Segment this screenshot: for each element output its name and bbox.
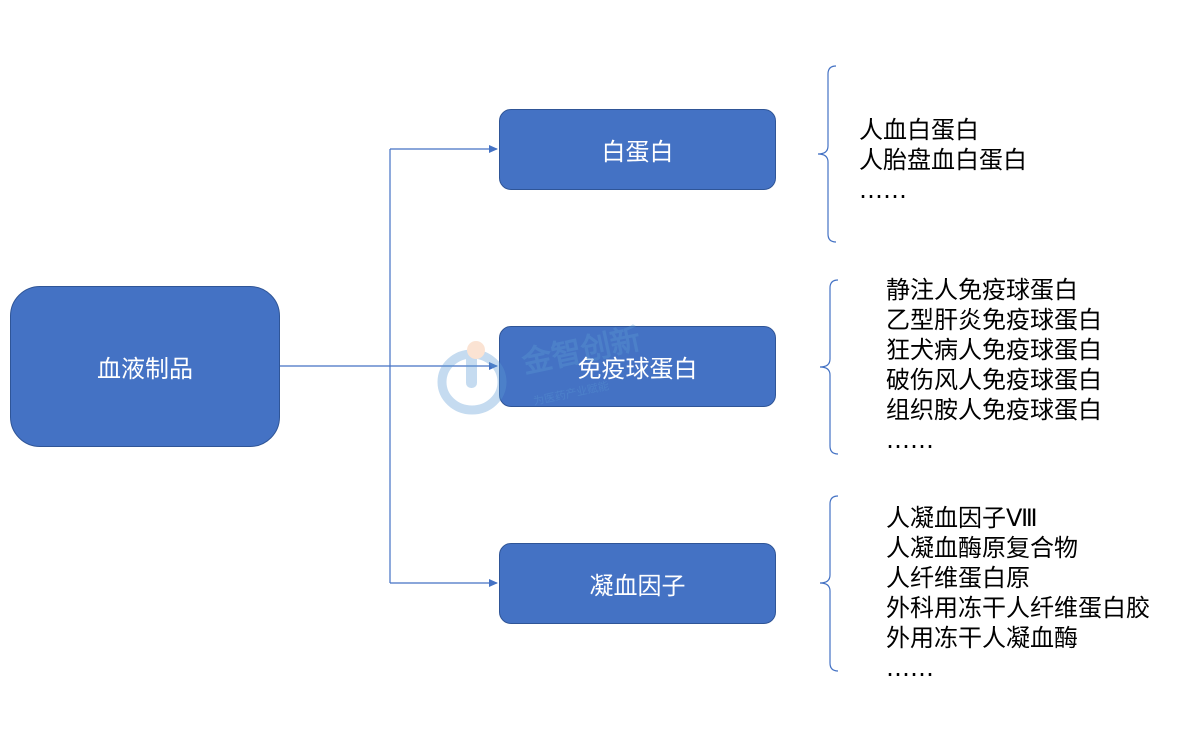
list-item: 乙型肝炎免疫球蛋白 — [886, 306, 1102, 334]
list-item: 人凝血酶原复合物 — [886, 534, 1078, 562]
item-list-coagulation-factor: 人凝血因子Ⅷ 人凝血酶原复合物 人纤维蛋白原 外科用冻干人纤维蛋白胶 外用冻干人… — [886, 503, 1150, 683]
list-item: 静注人免疫球蛋白 — [886, 276, 1078, 304]
bracket-immunoglobulin — [819, 279, 839, 455]
category-label: 凝血因子 — [589, 572, 686, 600]
list-item: …… — [859, 176, 907, 204]
watermark-logo: 金智创新 为医药产业赋能 — [437, 322, 644, 415]
list-item: 人纤维蛋白原 — [886, 564, 1030, 592]
list-item: 狂犬病人免疫球蛋白 — [886, 336, 1102, 364]
category-node-albumin: 白蛋白 — [499, 109, 776, 190]
category-label: 免疫球蛋白 — [577, 355, 698, 383]
list-item: 组织胺人免疫球蛋白 — [886, 396, 1102, 424]
list-item: 人血白蛋白 — [859, 116, 979, 144]
list-item: …… — [886, 426, 934, 454]
list-item: 人凝血因子Ⅷ — [886, 504, 1038, 532]
item-list-immunoglobulin: 静注人免疫球蛋白 乙型肝炎免疫球蛋白 狂犬病人免疫球蛋白 破伤风人免疫球蛋白 组… — [886, 275, 1102, 455]
list-item: 外科用冻干人纤维蛋白胶 — [886, 594, 1150, 622]
item-list-albumin: 人血白蛋白 人胎盘血白蛋白 …… — [859, 115, 1027, 205]
root-node-label: 血液制品 — [97, 355, 193, 383]
category-label: 白蛋白 — [601, 138, 674, 166]
root-node: 血液制品 — [10, 286, 280, 447]
bracket-albumin — [817, 65, 837, 243]
bracket-coagulation — [819, 495, 839, 672]
list-item: 外用冻干人凝血酶 — [886, 624, 1078, 652]
list-item: …… — [886, 654, 934, 682]
list-item: 人胎盘血白蛋白 — [859, 146, 1027, 174]
watermark-text: 金智创新 — [518, 322, 644, 381]
category-node-immunoglobulin: 免疫球蛋白 — [499, 326, 776, 407]
list-item: 破伤风人免疫球蛋白 — [886, 366, 1102, 394]
category-node-coagulation-factor: 凝血因子 — [499, 543, 776, 624]
watermark-subtext: 为医药产业赋能 — [532, 378, 610, 408]
